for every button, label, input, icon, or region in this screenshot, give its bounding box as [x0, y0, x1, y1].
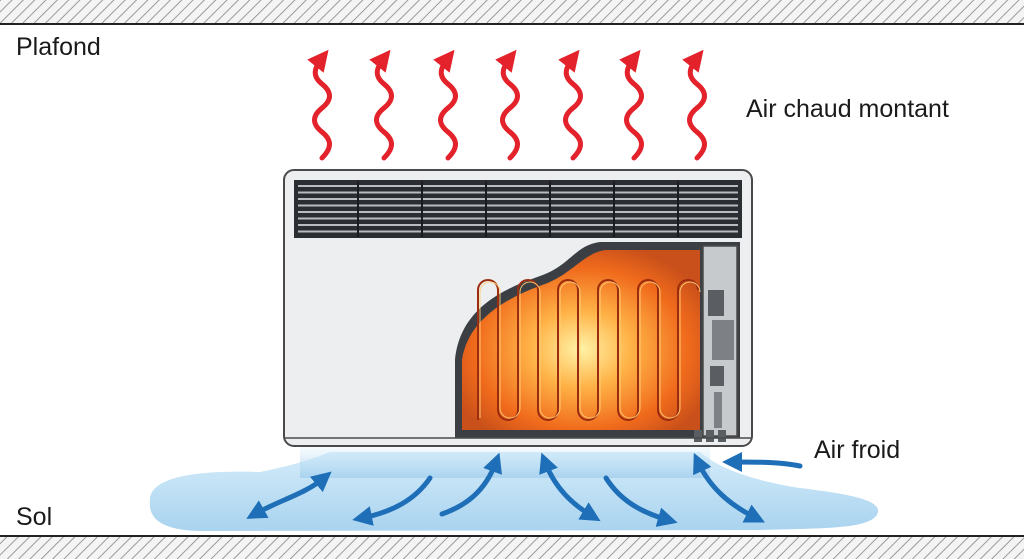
heater-grille: [294, 180, 742, 238]
cold-air-label: Air froid: [814, 436, 901, 464]
warm-arrow: [495, 49, 520, 161]
cold-air-arrows: [246, 452, 803, 527]
heater: [283, 169, 753, 447]
warm-arrow: [558, 49, 583, 161]
cold-arrow: [603, 475, 678, 527]
cold-arrow: [539, 452, 601, 522]
ceiling: [0, 0, 1024, 25]
warm-arrow: [369, 49, 394, 161]
cold-arrow: [722, 452, 803, 473]
cold-arrow: [693, 452, 765, 523]
warm-arrow: [682, 49, 707, 161]
heating-coil: [477, 279, 699, 421]
cold-arrow: [246, 471, 332, 519]
floor-label: Sol: [16, 503, 53, 531]
warm-arrow: [433, 49, 458, 161]
warm-air-label: Air chaud montant: [746, 95, 949, 123]
floor: [0, 535, 1024, 559]
cold-arrow: [352, 475, 433, 526]
warm-arrow: [307, 49, 332, 161]
heater-controls: [694, 245, 738, 442]
warm-arrow: [619, 49, 644, 161]
warm-air-arrows: [307, 49, 707, 161]
ceiling-label: Plafond: [16, 33, 101, 61]
cold-arrow: [439, 452, 502, 517]
